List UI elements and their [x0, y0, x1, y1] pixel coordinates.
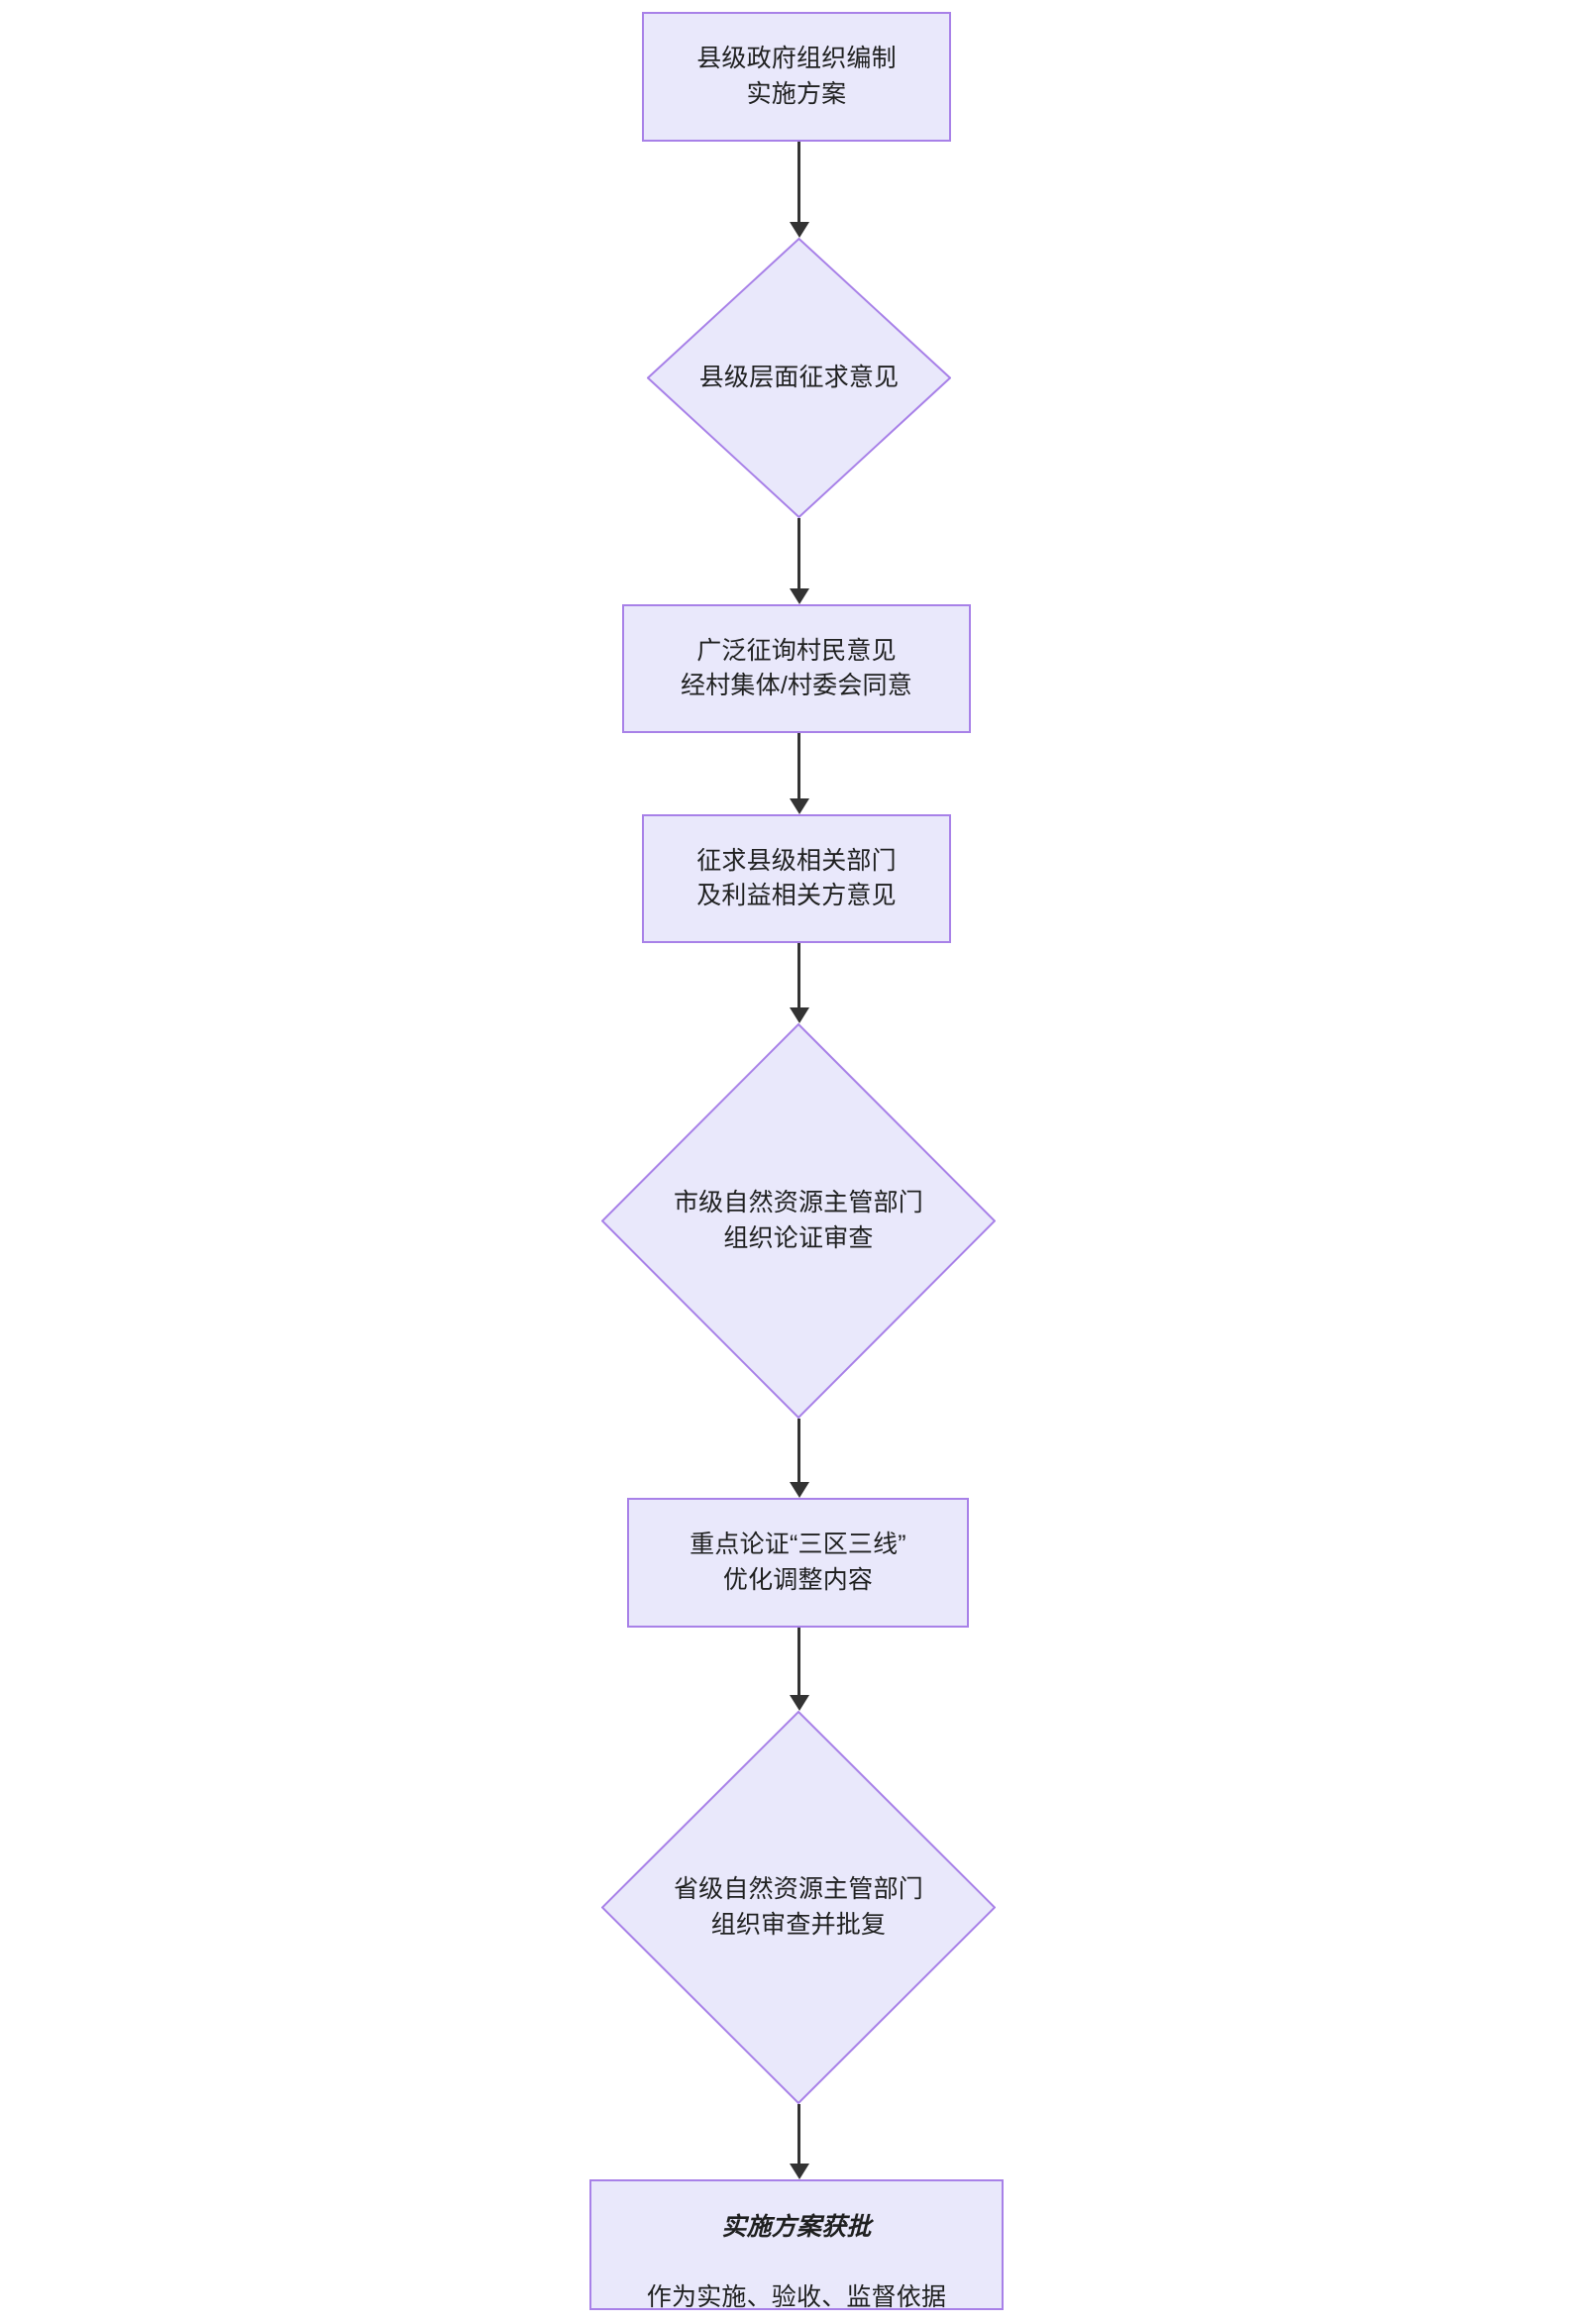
edge-n5-n6 — [790, 1419, 809, 1498]
edge-n1-n2 — [790, 142, 809, 238]
node-provincial-natural-resources-approval[interactable]: 省级自然资源主管部门 组织审查并批复 — [601, 1711, 996, 2104]
edge-n4-n5 — [790, 943, 809, 1023]
edge-n6-n7 — [790, 1628, 809, 1711]
node-county-level-consultation[interactable]: 县级层面征求意见 — [647, 238, 951, 518]
node-heading: 实施方案获批 — [721, 2212, 872, 2241]
diamond-shape — [601, 1023, 996, 1419]
arrowhead-icon — [790, 798, 809, 814]
node-villager-opinion-consent[interactable]: 广泛征询村民意见 经村集体/村委会同意 — [622, 604, 971, 733]
node-label: 重点论证“三区三线” 优化调整内容 — [690, 1531, 906, 1594]
node-terminal-label: 实施方案获批 作为实施、验收、监督依据 — [637, 2174, 956, 2315]
arrowhead-icon — [790, 1482, 809, 1498]
edge-line — [797, 1419, 800, 1482]
node-plan-approved-terminal[interactable]: 实施方案获批 作为实施、验收、监督依据 — [589, 2179, 1004, 2311]
edge-line — [797, 518, 800, 588]
arrowhead-icon — [790, 1695, 809, 1711]
arrowhead-icon — [790, 588, 809, 604]
node-label: 县级政府组织编制 实施方案 — [696, 45, 897, 108]
diamond-shape — [601, 1711, 996, 2104]
node-label: 市级自然资源主管部门 组织论证审查 — [673, 1189, 923, 1252]
edge-n3-n4 — [790, 733, 809, 814]
node-label: 省级自然资源主管部门 组织审查并批复 — [673, 1875, 923, 1939]
edge-line — [797, 1628, 800, 1695]
arrowhead-icon — [790, 222, 809, 238]
edge-n2-n3 — [790, 518, 809, 604]
arrowhead-icon — [790, 2164, 809, 2179]
node-county-gov-prepare-plan[interactable]: 县级政府组织编制 实施方案 — [642, 12, 951, 142]
edge-line — [797, 733, 800, 798]
arrowhead-icon — [790, 1007, 809, 1023]
node-city-natural-resources-review[interactable]: 市级自然资源主管部门 组织论证审查 — [601, 1023, 996, 1419]
node-county-depts-stakeholders-opinion[interactable]: 征求县级相关部门 及利益相关方意见 — [642, 814, 951, 943]
edge-line — [797, 142, 800, 222]
node-label: 县级层面征求意见 — [698, 363, 900, 391]
node-label: 广泛征询村民意见 经村集体/村委会同意 — [681, 636, 912, 700]
node-label: 征求县级相关部门 及利益相关方意见 — [696, 846, 897, 910]
edge-n7-n8 — [790, 2104, 809, 2179]
node-subtext: 作为实施、验收、监督依据 — [646, 2282, 947, 2311]
edge-line — [797, 943, 800, 1007]
node-three-zones-three-lines-optimization[interactable]: 重点论证“三区三线” 优化调整内容 — [627, 1498, 969, 1628]
diamond-shape — [647, 238, 951, 518]
edge-line — [797, 2104, 800, 2164]
